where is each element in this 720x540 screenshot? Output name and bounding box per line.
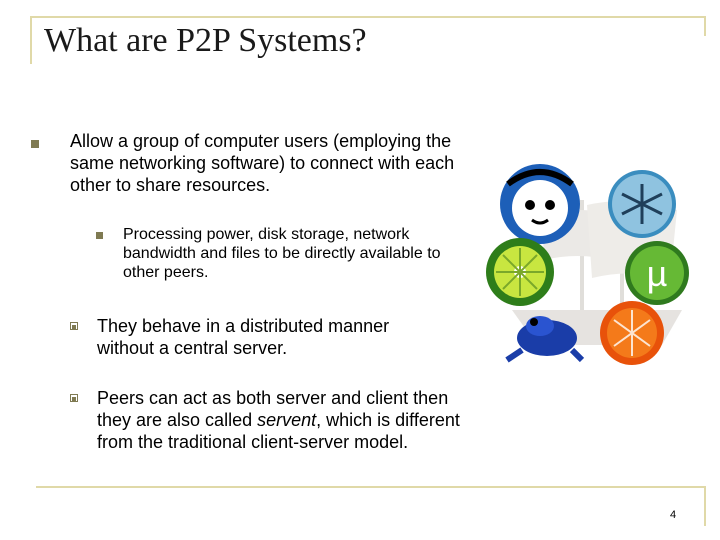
- napster-logo-icon: [500, 164, 580, 244]
- bullet-3-text-part1: Peers can act as both server and client …: [97, 388, 449, 430]
- page-number: 4: [670, 509, 677, 521]
- bullet-3-text: Peers can act as both server and client …: [97, 387, 477, 453]
- sub-bullet-square-icon: [96, 232, 103, 239]
- bullet-square-icon: [31, 140, 39, 148]
- bullet-1-sub-text: Processing power, disk storage, network …: [123, 226, 441, 281]
- p2p-logos-image: µ: [486, 164, 689, 365]
- servent-term: servent: [257, 410, 317, 430]
- bullet-2-text: They behave in a distributed manner with…: [97, 316, 390, 358]
- right-border-line: [704, 16, 706, 36]
- utorrent-logo-icon: µ: [625, 241, 689, 305]
- bullet-3-text-part2: , which is different from the traditiona…: [97, 410, 460, 452]
- bottom-right-border-line: [704, 486, 706, 526]
- top-border-line: [30, 16, 706, 18]
- slide-title: What are P2P Systems?: [44, 22, 367, 59]
- svg-text:µ: µ: [647, 253, 668, 294]
- bullet-box-icon: [70, 394, 78, 402]
- orange-logo-icon: [600, 301, 664, 365]
- wizard-logo-icon: [608, 170, 676, 238]
- left-border-line: [30, 16, 32, 64]
- frog-logo-icon: [505, 316, 585, 363]
- bullet-box-icon: [70, 322, 78, 330]
- bullet-1-text: Allow a group of computer users (employi…: [70, 131, 455, 195]
- limewire-logo-icon: [486, 238, 554, 306]
- bottom-border-line: [36, 486, 706, 488]
